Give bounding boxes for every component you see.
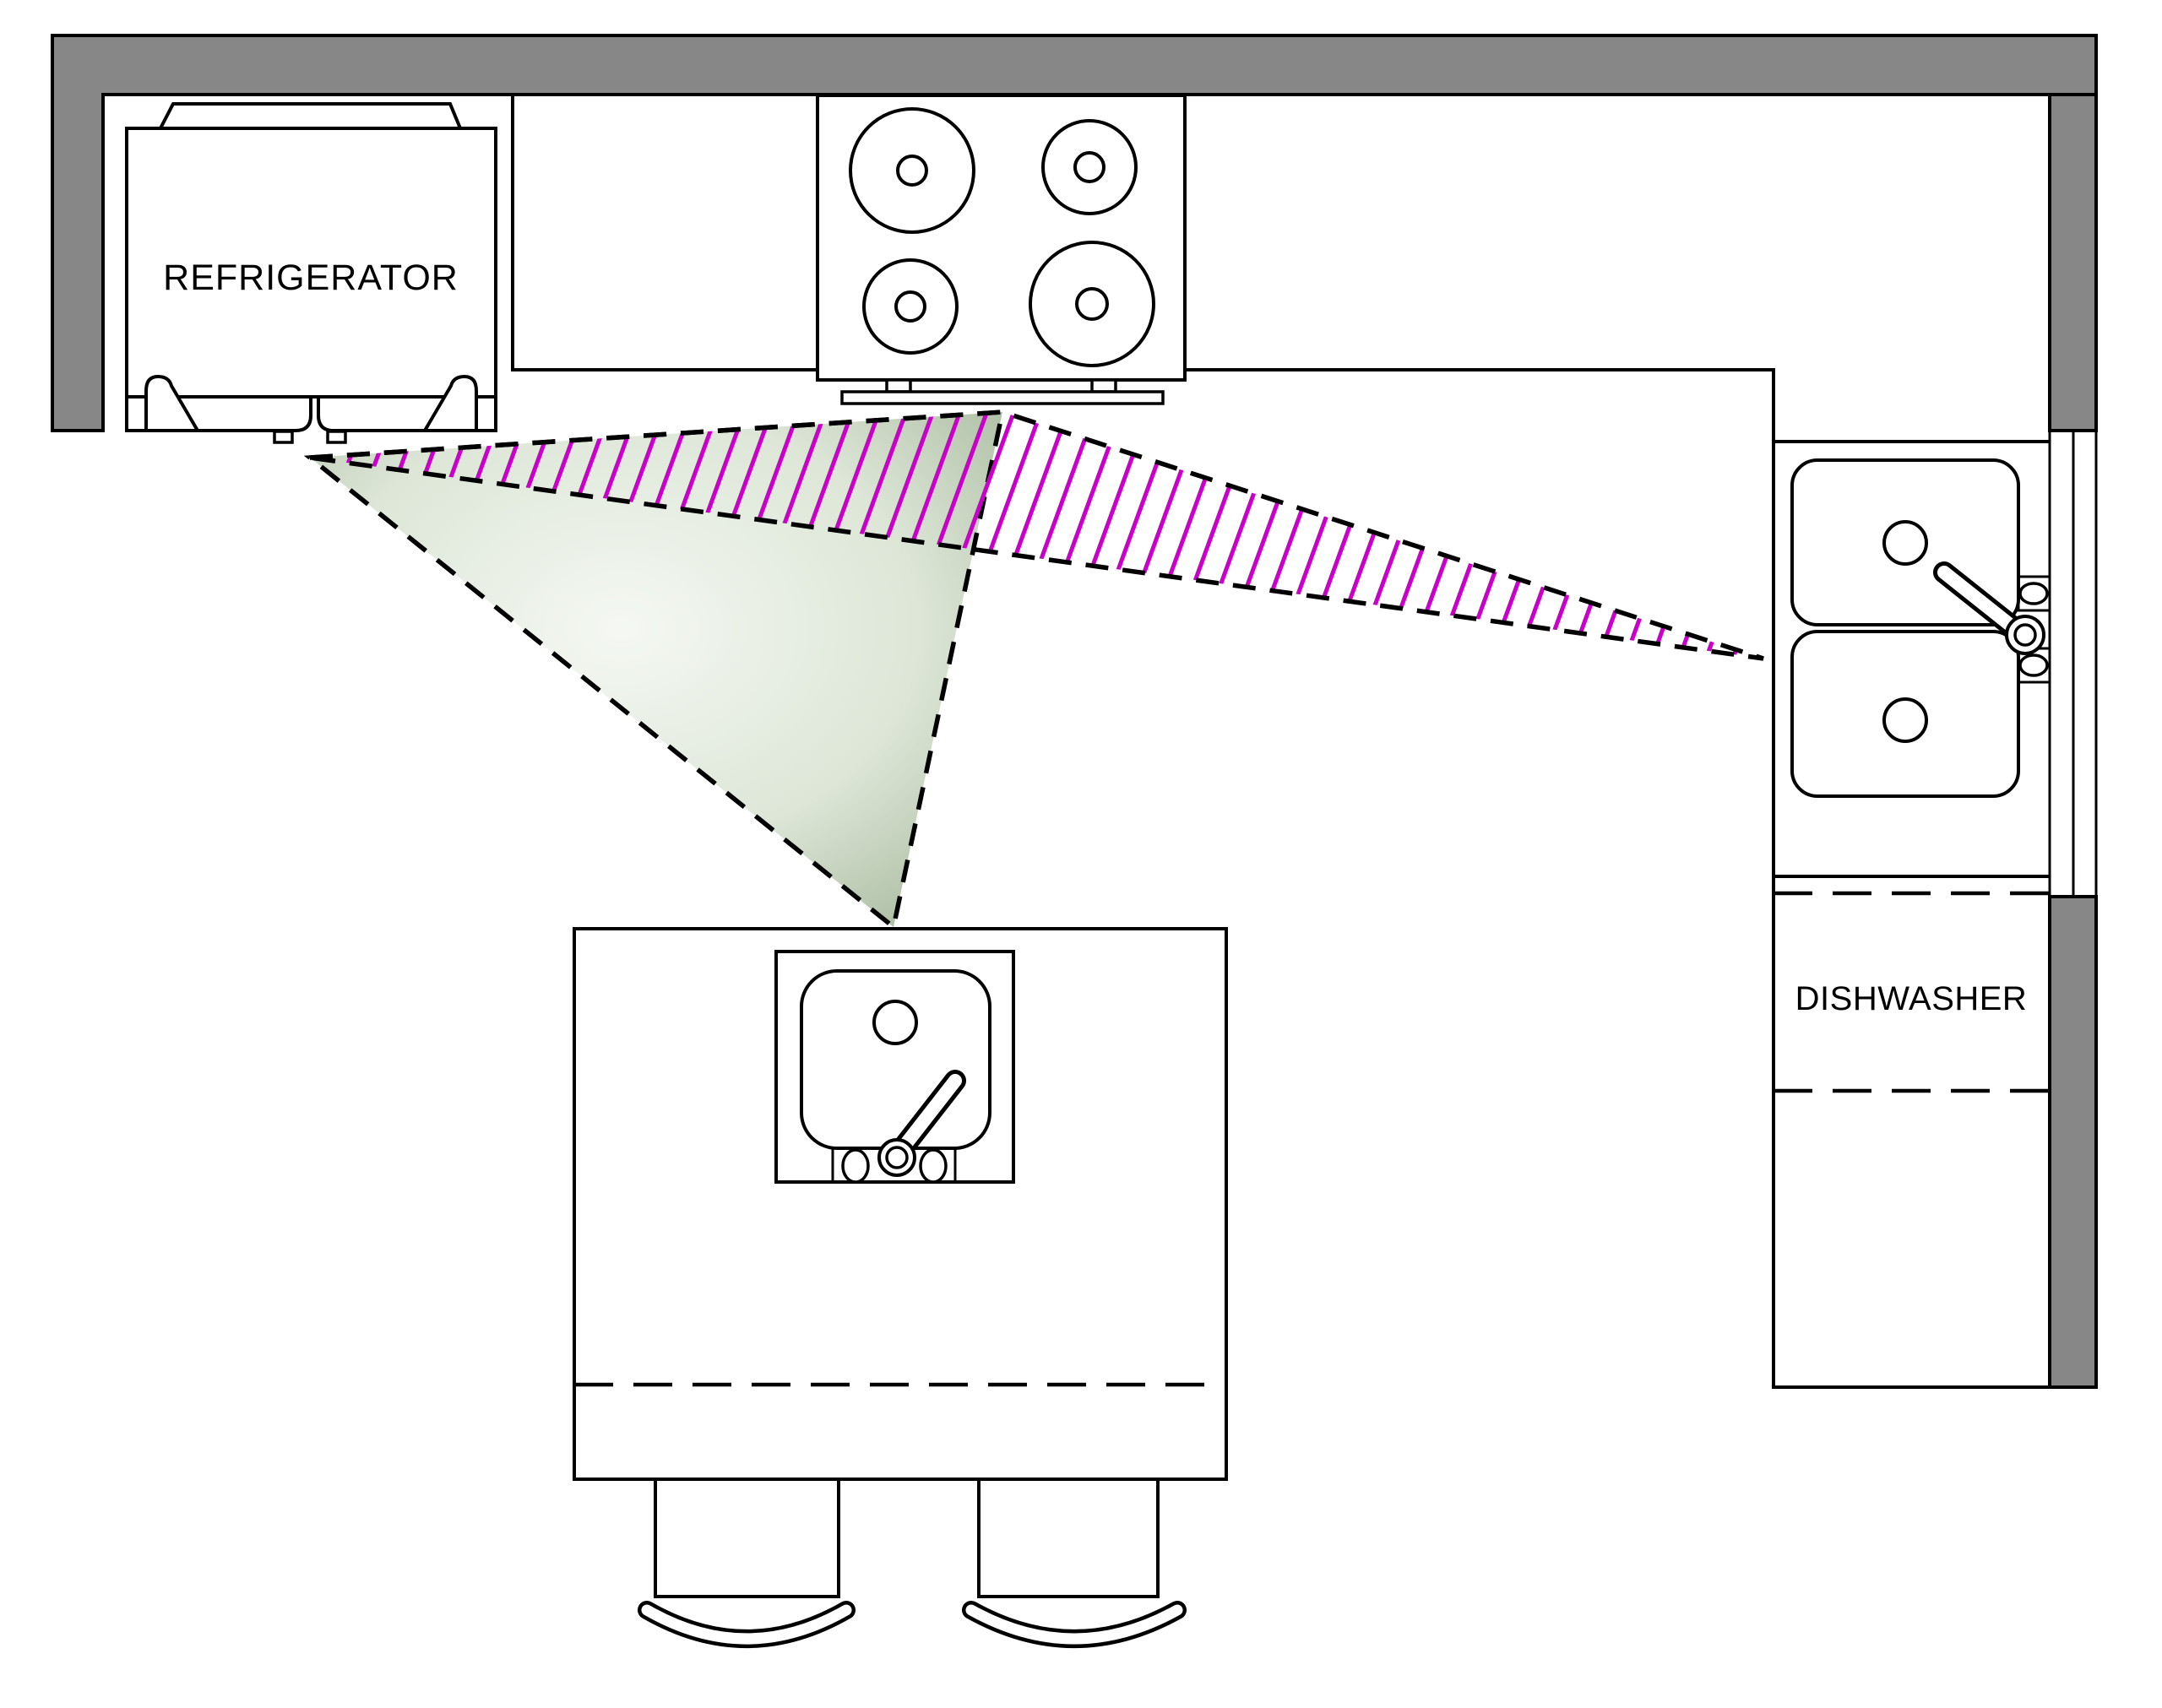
refrigerator-label: REFRIGERATOR bbox=[163, 258, 459, 298]
wall-right-lower bbox=[2048, 895, 2098, 1389]
burner-bottom-left-center bbox=[894, 290, 926, 323]
island-faucet-lever-inner bbox=[892, 1074, 962, 1160]
burner-top-left-center bbox=[896, 155, 928, 187]
cooktop bbox=[816, 94, 1187, 405]
counters: DISHWASHER bbox=[511, 95, 2050, 1389]
dishwasher-label: DISHWASHER bbox=[1795, 980, 2028, 1017]
main-sink-drain-top bbox=[1882, 520, 1928, 566]
refrigerator-handle-right bbox=[326, 430, 347, 444]
stool-left-seat bbox=[654, 1478, 840, 1598]
counter-outline bbox=[511, 95, 2050, 1389]
main-sink-faucet-lever-inner bbox=[1937, 566, 2025, 638]
refrigerator-hinge-right bbox=[421, 374, 478, 432]
refrigerator-vent bbox=[157, 102, 463, 130]
walls bbox=[51, 34, 2098, 1389]
island-sink-drain bbox=[872, 1000, 918, 1045]
main-sink-knob-top bbox=[2018, 582, 2049, 605]
main-sink-knob-housing-top bbox=[2017, 575, 2051, 612]
wall-right-upper bbox=[2048, 93, 2098, 432]
burner-top-right-center bbox=[1073, 151, 1105, 183]
stool-right-back-inner bbox=[965, 1604, 1183, 1645]
main-sink-knob-bottom bbox=[2018, 653, 2049, 677]
refrigerator-hinge-left bbox=[144, 374, 201, 432]
main-sink-faucet-base-inner bbox=[2013, 623, 2037, 647]
stools bbox=[638, 1478, 1187, 1648]
burner-bottom-right-center bbox=[1075, 287, 1109, 321]
work-triangle-hatched bbox=[309, 409, 1764, 661]
island-faucet-base-inner bbox=[885, 1146, 909, 1169]
stool-right-seat bbox=[977, 1478, 1160, 1598]
wall-top-left bbox=[51, 34, 2098, 432]
cooktop-foot-right bbox=[1090, 378, 1117, 393]
stool-left-back-inner bbox=[641, 1604, 852, 1645]
cooktop-foot-left bbox=[885, 378, 912, 393]
main-sink-drain-bottom bbox=[1882, 697, 1928, 743]
cooktop-front-bar bbox=[840, 390, 1165, 405]
refrigerator-handle-left bbox=[273, 430, 294, 444]
main-sink bbox=[1790, 458, 2051, 798]
refrigerator-body bbox=[125, 127, 497, 399]
island bbox=[573, 927, 1228, 1481]
refrigerator: REFRIGERATOR bbox=[125, 102, 497, 444]
island-sink-knob-left bbox=[841, 1148, 870, 1184]
island-sink-basin bbox=[800, 969, 991, 1150]
island-sink-knob-right bbox=[919, 1148, 948, 1184]
